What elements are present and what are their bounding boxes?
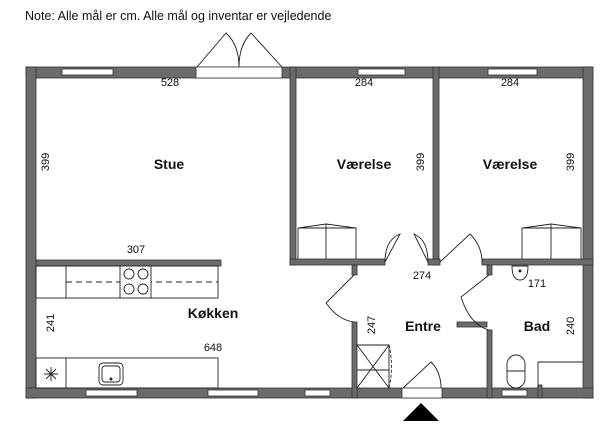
windows	[61, 68, 538, 397]
koekken-depth: 241	[45, 314, 57, 332]
plan-note: Note: Alle mål er cm. Alle mål og invent…	[25, 9, 332, 23]
stue-width: 528	[161, 77, 179, 89]
bathroom-fixtures	[506, 265, 583, 389]
room-doors	[325, 233, 490, 399]
stove-icon	[123, 268, 149, 295]
vaerelse1-width: 284	[355, 77, 373, 89]
terrace-double-door	[195, 32, 283, 79]
koekken-width-top: 307	[127, 244, 145, 256]
stue-depth: 399	[40, 153, 52, 171]
room-label-stue: Stue	[154, 156, 185, 172]
washbasin-icon	[511, 265, 529, 281]
entre-depth: 247	[366, 316, 378, 334]
room-label-entre: Entre	[405, 318, 441, 334]
vaerelse2-depth: 399	[565, 153, 577, 171]
entrance-arrow-icon	[403, 403, 439, 421]
koekken-width: 648	[204, 342, 222, 354]
toilet-icon	[506, 354, 526, 389]
room-label-vaerelse-1: Værelse	[337, 156, 392, 172]
wardrobes	[297, 223, 582, 259]
sink-icon	[98, 362, 124, 386]
vaerelse2-width: 284	[501, 77, 519, 89]
outer-walls	[25, 66, 594, 399]
interior-walls	[35, 66, 594, 399]
room-label-koekken: Køkken	[188, 305, 239, 321]
star-icon	[44, 367, 58, 381]
bad-depth: 240	[565, 317, 577, 335]
room-label-bad: Bad	[524, 318, 550, 334]
vaerelse1-depth: 399	[415, 153, 427, 171]
entre-width: 274	[413, 270, 431, 282]
closet	[356, 344, 392, 389]
room-label-vaerelse-2: Værelse	[483, 156, 538, 172]
bad-width: 171	[528, 278, 546, 290]
kitchen-sink-counter	[35, 357, 219, 389]
